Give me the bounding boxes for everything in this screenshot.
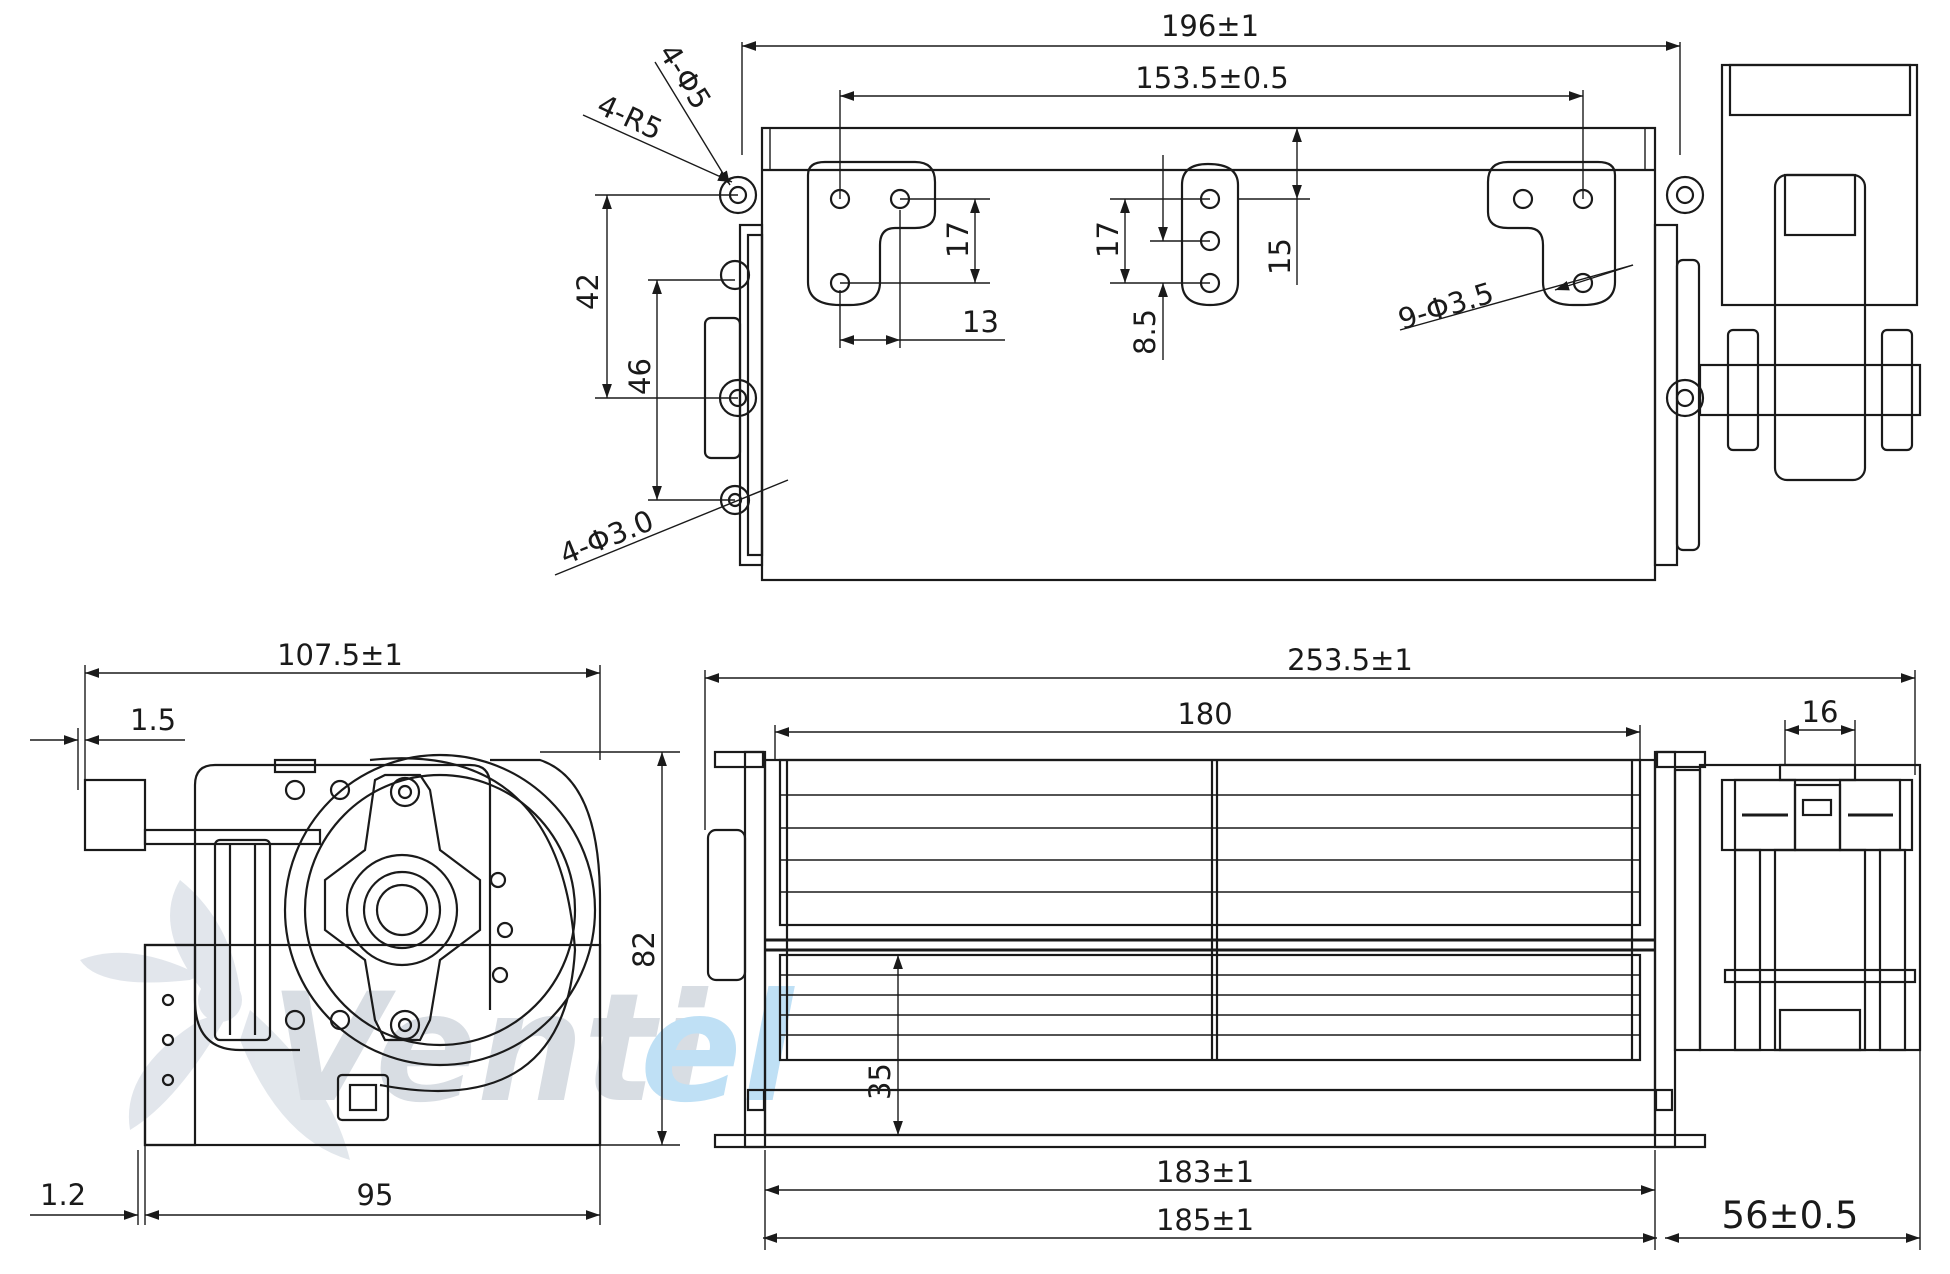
dim-15: 15	[1263, 238, 1297, 275]
dim-9-phi3-5: 9-Φ3.5	[1394, 276, 1498, 337]
dim-17-mid: 17	[1091, 221, 1125, 258]
dim-95: 95	[357, 1178, 394, 1212]
dim-8-5: 8.5	[1128, 309, 1162, 355]
dim-4-phi3-0: 4-Φ3.0	[555, 503, 658, 571]
dim-196: 196±1	[1161, 9, 1259, 43]
dim-82: 82	[627, 931, 661, 968]
dim-16: 16	[1802, 695, 1839, 729]
dim-42: 42	[571, 273, 605, 310]
side-view: 107.5±1 1.5 82 95 1.2	[30, 638, 680, 1225]
dim-180: 180	[1177, 697, 1232, 731]
dim-35: 35	[863, 1063, 897, 1100]
dim-183: 183±1	[1156, 1155, 1254, 1189]
dim-46: 46	[623, 358, 657, 395]
dim-4-r5: 4-R5	[592, 88, 668, 147]
watermark-accent-text: el	[640, 962, 796, 1136]
dim-1-5: 1.5	[130, 703, 176, 737]
dim-4-phi5: 4-Φ5	[652, 38, 718, 116]
dim-153-5: 153.5±0.5	[1135, 61, 1288, 95]
dim-185: 185±1	[1156, 1203, 1254, 1237]
dim-56: 56±0.5	[1722, 1194, 1859, 1237]
dim-253-5: 253.5±1	[1287, 643, 1413, 677]
dim-13: 13	[962, 305, 999, 339]
dim-1-2: 1.2	[40, 1178, 86, 1212]
dim-107-5: 107.5±1	[277, 638, 403, 672]
dim-17-left: 17	[941, 221, 975, 258]
front-view: 253.5±1 180 16 35 183±1 185±1 56±0.5	[704, 643, 1922, 1250]
top-view: 196±1 153.5±0.5 4-Φ5 4-R5 42 46 4-Φ3.0 1…	[554, 9, 1922, 582]
